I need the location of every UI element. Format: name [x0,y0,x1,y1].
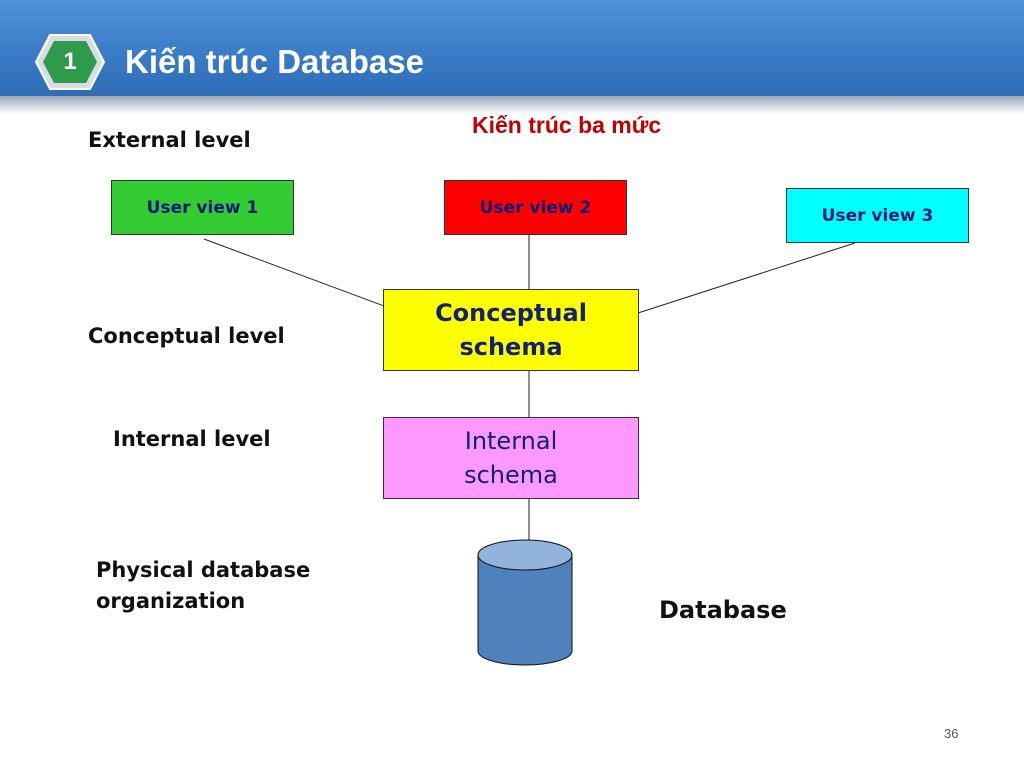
slide-title: Kiến trúc Database [125,43,424,80]
conceptual-schema-line1: Conceptual [435,299,587,327]
physical-level-line2: organization [96,589,246,613]
diagram-subtitle: Kiến trúc ba mức [472,112,662,138]
header-shadow [0,96,1024,114]
slide-number: 1 [63,48,77,75]
slide-number-badge [34,34,106,90]
connector-view1-conceptual [203,238,385,307]
user-view-3-box: User view 3 [786,188,969,243]
user-view-2-box: User view 2 [444,180,627,235]
connector-view3-conceptual [637,242,856,314]
user-view-2-label: User view 2 [479,197,592,218]
internal-schema-box: Internal schema [383,417,639,499]
physical-level-line1: Physical database [96,558,311,582]
conceptual-schema-box: Conceptual schema [383,289,639,371]
page-number: 36 [944,726,959,741]
external-level-label: External level [88,128,251,152]
conceptual-schema-line2: schema [459,333,563,361]
conceptual-level-label: Conceptual level [88,324,285,348]
database-label: Database [659,596,787,624]
header-bar [0,0,1024,96]
internal-schema-line2: schema [464,461,558,489]
internal-level-label: Internal level [113,427,271,451]
internal-schema-line1: Internal [464,427,558,455]
physical-level-label: Physical database organization [96,555,310,617]
user-view-3-label: User view 3 [821,205,934,226]
database-cylinder-icon [477,539,573,666]
user-view-1-label: User view 1 [146,197,259,218]
user-view-1-box: User view 1 [111,180,294,235]
